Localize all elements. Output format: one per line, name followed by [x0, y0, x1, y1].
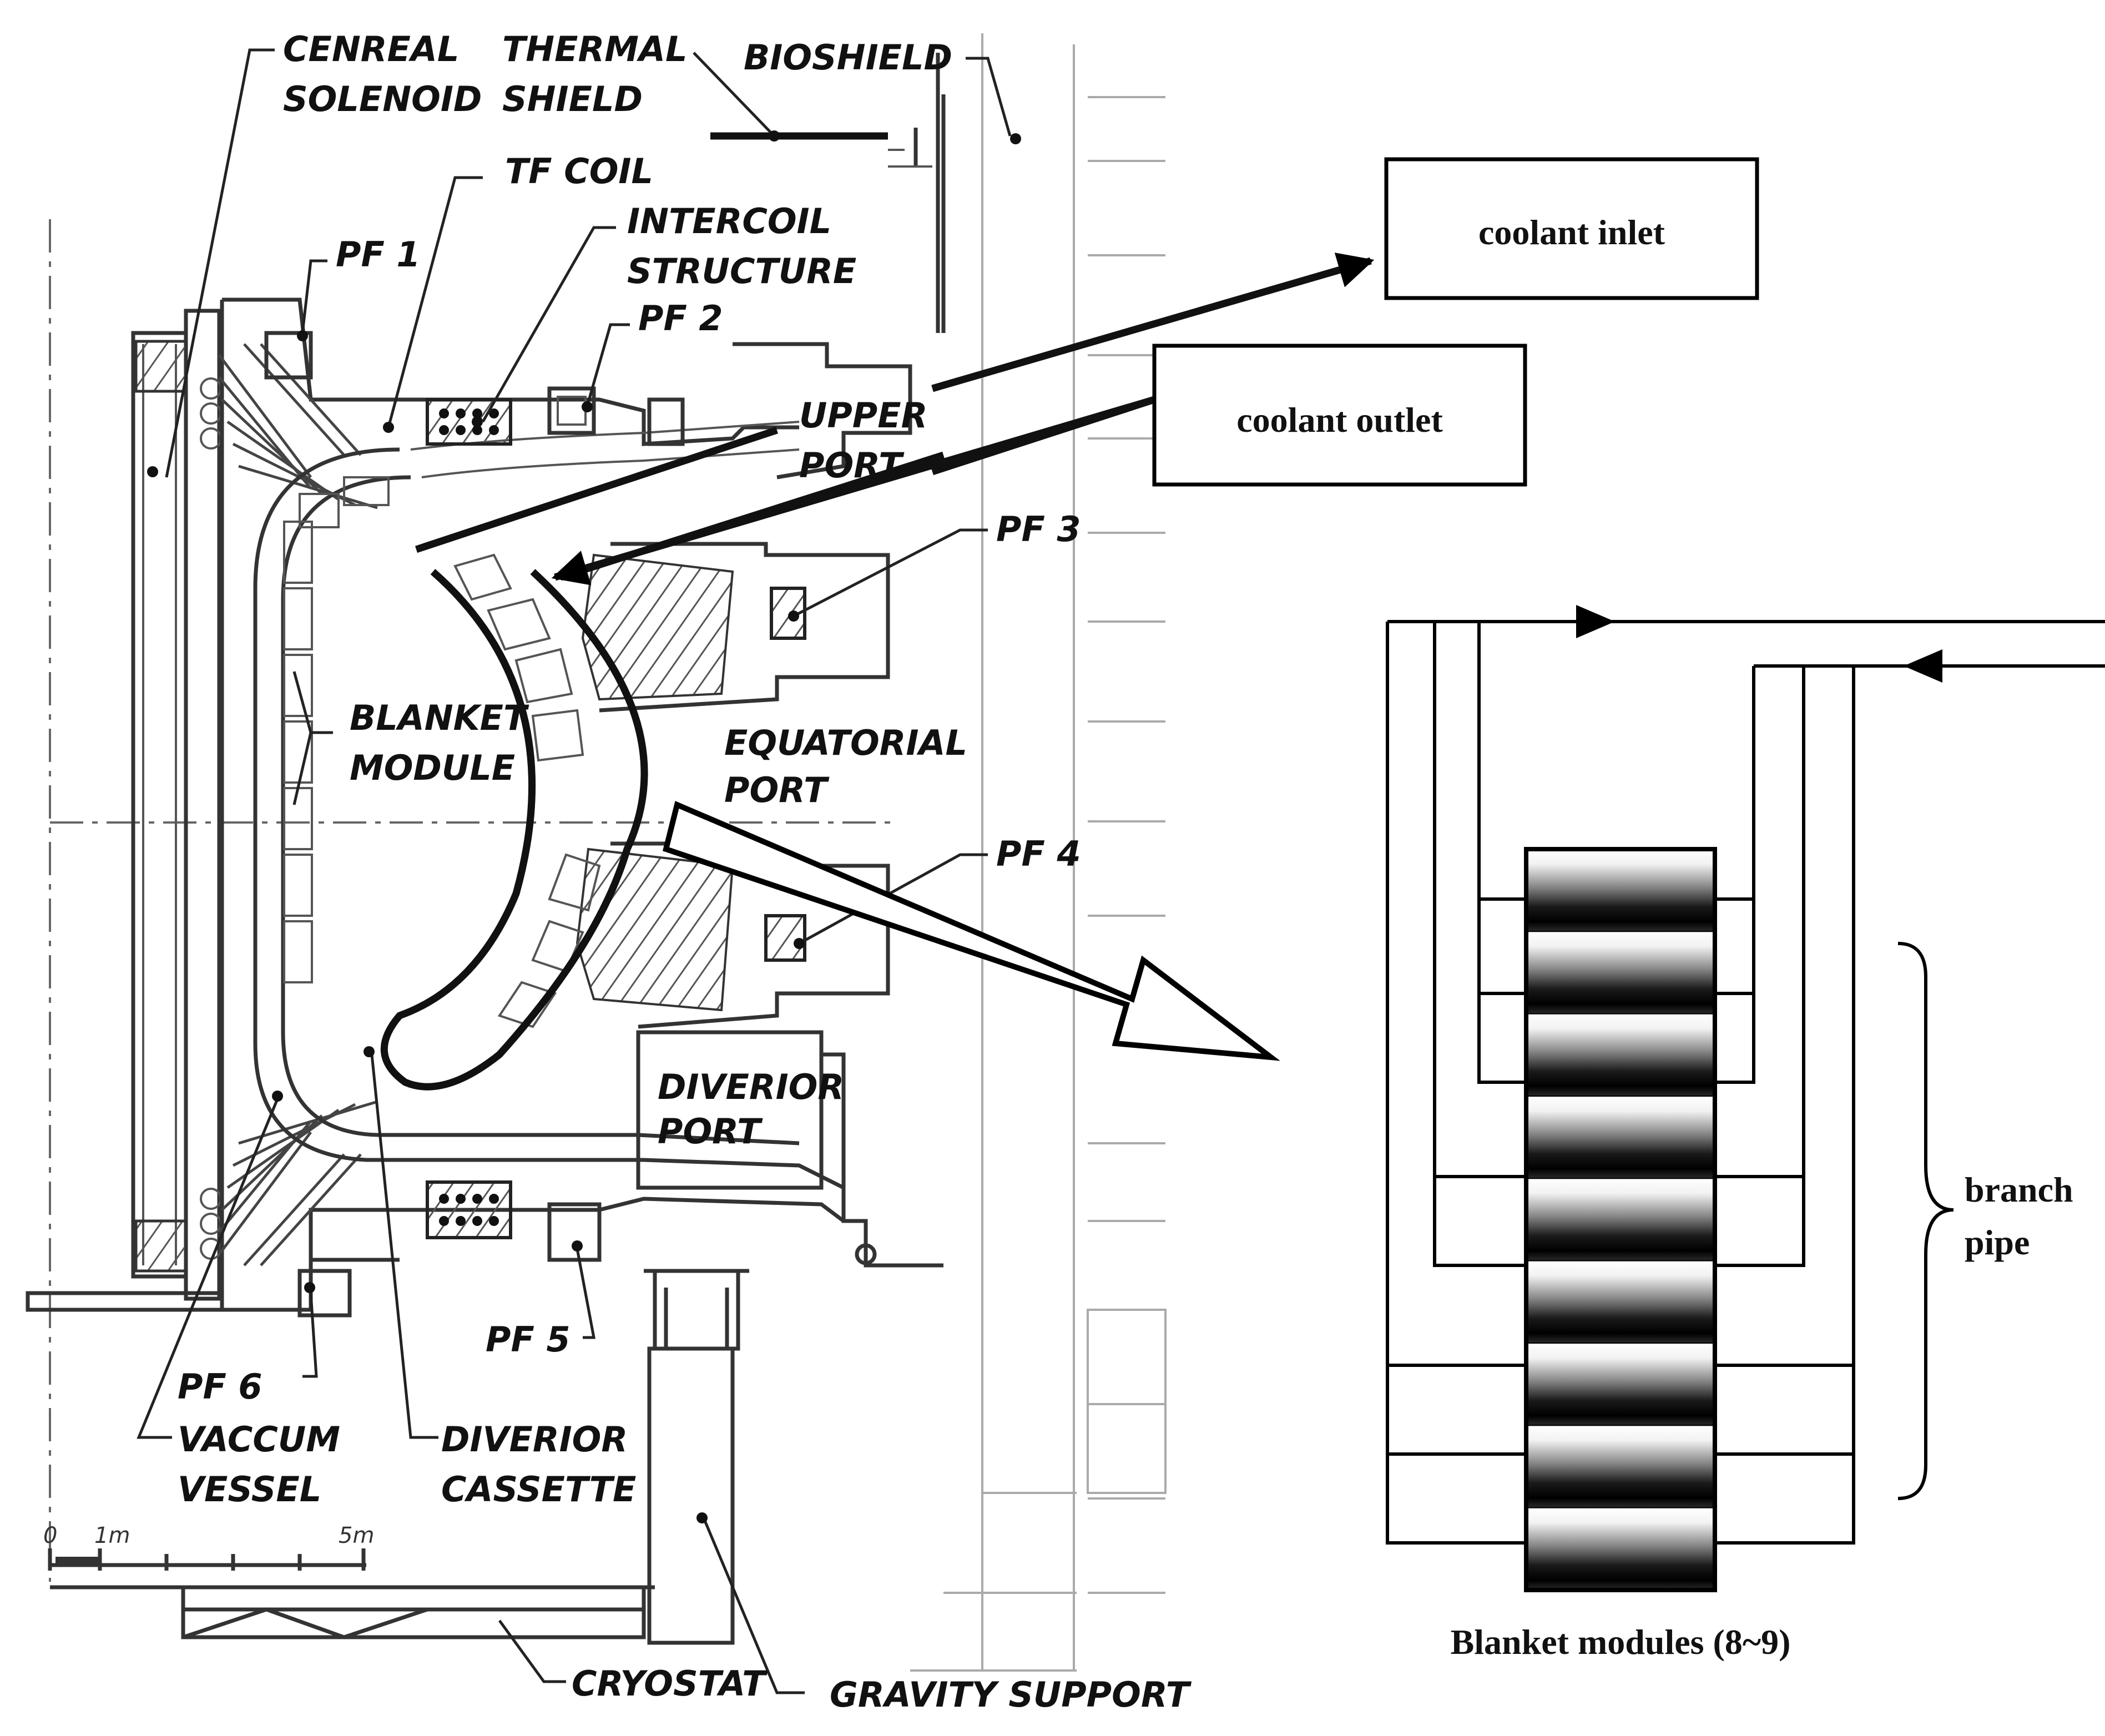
coolant-flow: coolant inlet coolant outlet	[551, 157, 1759, 1061]
coolant-outlet-box	[1152, 344, 1527, 487]
cryostat-base	[50, 1585, 655, 1639]
label-equatorial-port-2: PORT	[724, 770, 830, 810]
coolant-outlet-label: coolant outlet	[1236, 400, 1443, 440]
equatorial-port-upper	[599, 542, 890, 713]
vacuum-vessel-outer	[253, 447, 845, 1190]
label-upper-port-1: UPPER	[799, 395, 927, 436]
branch-pipe-label-1: branch	[1965, 1170, 2073, 1209]
lower-coil-dots	[439, 1194, 499, 1226]
label-pf4: PF 4	[996, 834, 1081, 874]
label-cryostat: CRYOSTAT	[572, 1663, 768, 1704]
blanket-module-2	[1526, 931, 1715, 1015]
blanket-module-4	[1526, 1096, 1715, 1179]
label-equatorial-port-1: EQUATORIAL	[724, 723, 967, 763]
flow-arrow-right	[1576, 605, 1615, 638]
upper-port-structure	[733, 342, 912, 480]
hollow-outflow-arrow	[663, 801, 1280, 1061]
label-pf2: PF 2	[638, 298, 723, 339]
pf5-coil	[547, 1202, 602, 1262]
label-divertor-port-2: PORT	[658, 1111, 763, 1152]
label-divertor-cassette-2: CASSETTE	[441, 1469, 636, 1510]
label-blanket-module-1: BLANKET	[350, 698, 529, 738]
pf1-coil	[264, 331, 313, 380]
coolant-inlet-label: coolant inlet	[1478, 213, 1665, 252]
blanket-module-3	[1526, 1013, 1715, 1097]
label-pf1: PF 1	[336, 234, 421, 275]
label-central-solenoid-1: CENREAL	[283, 29, 459, 69]
flow-arrow-left	[1904, 649, 1942, 683]
scale-zero: 0	[43, 1523, 57, 1548]
port-hatch	[576, 553, 734, 1012]
label-bioshield: BIOSHIELD	[744, 37, 952, 78]
label-divertor-cassette-1: DIVERIOR	[441, 1419, 628, 1460]
cs-coils	[134, 340, 222, 1273]
blanket-modules-caption: Blanket modules (8~9)	[1451, 1622, 1791, 1662]
label-pf3: PF 3	[996, 509, 1081, 549]
blanket-outboard	[453, 553, 601, 1028]
branch-pipe-label-2: pipe	[1965, 1223, 2030, 1262]
blanket-module-6	[1526, 1260, 1715, 1344]
blanket-module-8	[1526, 1425, 1715, 1508]
divertor-port	[636, 1030, 824, 1190]
section-labels: CENREAL SOLENOID THERMAL SHIELD BIOSHIEL…	[178, 29, 1192, 1715]
label-vacuum-vessel-1: VACCUM	[178, 1419, 340, 1460]
scale-five: 5m	[339, 1523, 374, 1548]
plasma-boundary-pipe	[380, 569, 648, 1091]
label-vacuum-vessel-2: VESSEL	[178, 1469, 321, 1510]
label-intercoil-2: STRUCTURE	[627, 251, 856, 291]
pf6-coil	[297, 1269, 352, 1318]
branch-pipe-brace	[1897, 942, 1954, 1500]
label-tf-coil: TF COIL	[505, 151, 653, 191]
building-outline	[910, 33, 1167, 1672]
blanket-module-7	[1526, 1343, 1715, 1426]
branch-pipe-schematic: branch pipe Blanket modules (8~9)	[1386, 605, 2105, 1662]
pf4-coil	[764, 914, 806, 962]
blanket-module-stack	[1526, 849, 1715, 1591]
blanket-module-9	[1526, 1507, 1715, 1591]
label-blanket-module-2: MODULE	[350, 748, 515, 788]
scale-bar: 0 1m 5m	[43, 1523, 374, 1571]
blanket-module-1	[1526, 849, 1715, 932]
coolant-inlet-box	[1384, 157, 1759, 300]
label-divertor-port-1: DIVERIOR	[658, 1067, 844, 1107]
label-central-solenoid-2: SOLENOID	[283, 79, 482, 119]
intercoil-dots	[439, 408, 499, 435]
pf2-coil	[547, 386, 596, 435]
label-pf5: PF 5	[486, 1319, 571, 1360]
label-intercoil-1: INTERCOIL	[627, 201, 831, 241]
label-thermal-shield-1: THERMAL	[502, 29, 687, 69]
label-thermal-shield-2: SHIELD	[502, 79, 643, 119]
scale-one: 1m	[94, 1523, 130, 1548]
central-solenoid-column	[131, 331, 188, 1279]
gravity-support	[647, 1346, 735, 1645]
axis-lines	[49, 219, 894, 1582]
blanket-module-5	[1526, 1178, 1715, 1261]
label-gravity-support: GRAVITY SUPPORT	[830, 1674, 1192, 1715]
label-pf6: PF 6	[178, 1366, 263, 1407]
